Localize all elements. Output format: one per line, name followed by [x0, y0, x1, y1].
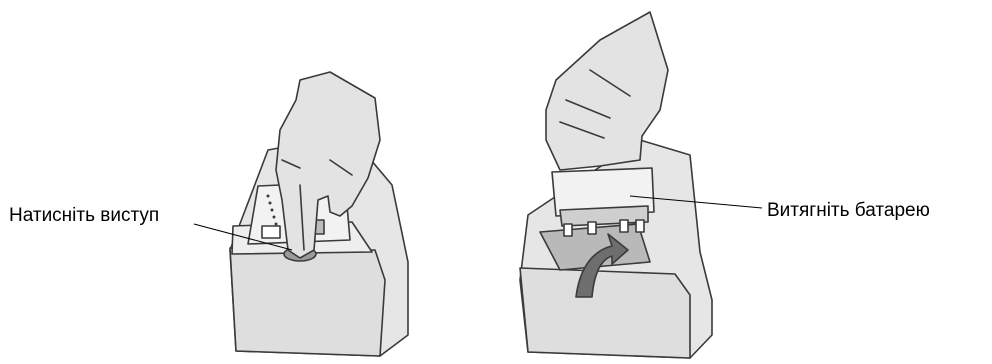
press-tab-illustration: [230, 72, 408, 356]
panel-icon-left: [262, 226, 280, 238]
device-front-left: [230, 248, 385, 356]
battery-connector: [560, 206, 648, 226]
remove-battery-label: Витягніть батарею: [767, 201, 930, 220]
press-tab-label: Натисніть виступ: [9, 206, 159, 225]
device-front-right: [520, 268, 690, 358]
remove-battery-illustration: [520, 12, 712, 358]
